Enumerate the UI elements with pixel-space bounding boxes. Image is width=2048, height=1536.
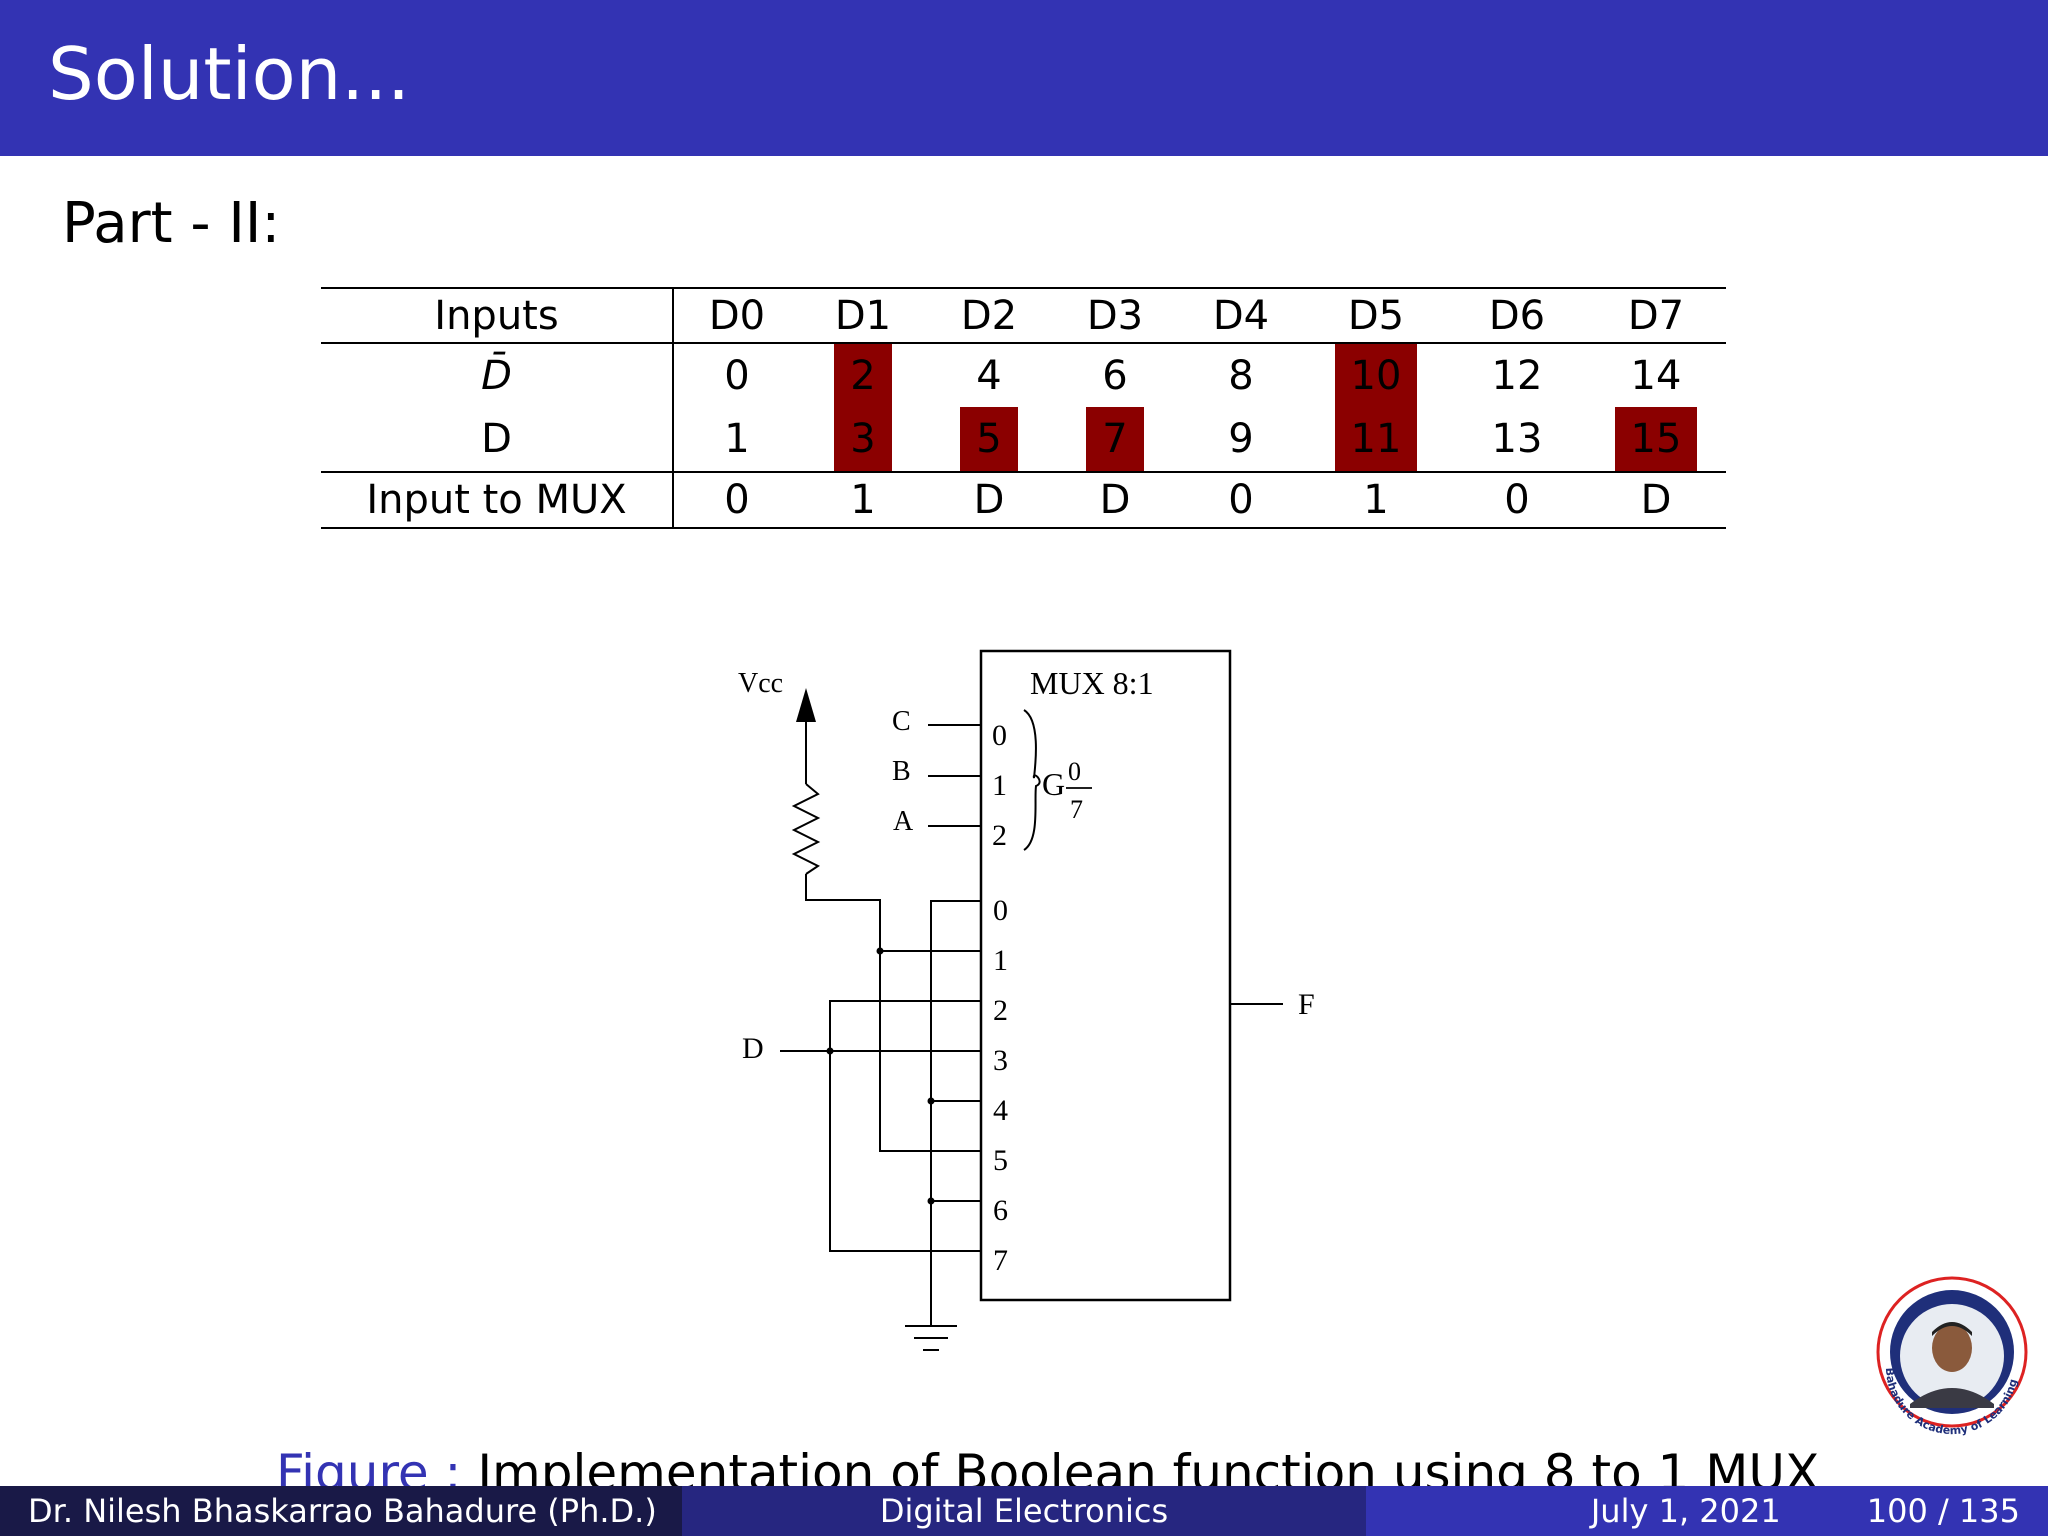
data-input-number: 1 [993,944,1008,977]
data-input-number: 6 [993,1194,1008,1227]
minterm-cell: 2 [800,344,926,407]
minterm-cell: 0 [724,352,750,399]
footer-page-number: 100 / 135 [1866,1492,2020,1530]
junction-dot [876,947,884,955]
table-mid-rule [321,471,1726,473]
table-divider [672,287,674,529]
footer-author: Dr. Nilesh Bhaskarrao Bahadure (Ph.D.) [0,1486,682,1536]
select-label-c: C [892,706,911,737]
minterm-cell: 3 [800,407,926,471]
minterm-highlight: 3 [834,407,892,471]
footer-course: Digital Electronics [682,1486,1366,1536]
minterm-highlight: 7 [1086,407,1144,471]
row-mux-label: Input to MUX [366,477,627,523]
minterm-highlight: 11 [1335,407,1417,471]
resistor-icon [791,783,821,875]
vcc-arrow-icon [796,688,816,722]
group-label: G [1042,766,1065,802]
ground-bus [930,900,981,1326]
select-label-a: A [893,806,914,837]
minterm-highlight: 10 [1335,344,1417,407]
minterm-cell: 13 [1491,416,1543,462]
data-input-number: 3 [993,1044,1008,1077]
mux-input-cell: 0 [1228,477,1254,523]
minterm-cell: 12 [1491,352,1543,399]
table-header-d1: D1 [834,292,892,339]
mux-label: MUX 8:1 [1030,665,1154,701]
junction-dot [826,1047,834,1055]
logic-1-wire [805,874,981,1152]
mux-input-cell: 1 [850,477,876,523]
minterm-cell: 7 [1052,407,1178,471]
select-number: 0 [992,719,1007,752]
data-input-number: 2 [993,994,1008,1027]
row-d-label: D [481,416,512,462]
table-top-rule [321,287,1726,289]
minterm-cell: 10 [1304,344,1448,407]
table-header-inputs: Inputs [434,292,559,339]
table-header-d5: D5 [1347,292,1405,339]
implementation-table: Inputs D0 D1 D2 D3 D4 D5 D6 D7 D̄ 0 2 4 … [321,287,1726,529]
mux-circuit-diagram: MUX 8:1 C B A 0 1 2 G 0 7 0 1 2 3 4 5 6 … [738,649,1315,1351]
table-header-d3: D3 [1086,292,1144,339]
data-input-number: 0 [993,894,1008,927]
minterm-cell: 14 [1630,352,1682,399]
group-top: 0 [1068,757,1081,786]
table-header-d0: D0 [708,292,766,339]
vcc-label: Vcc [738,668,783,699]
mux-input-cell: D [973,477,1005,523]
table-header-rule [321,342,1726,344]
select-number: 1 [992,769,1007,802]
select-number: 2 [992,819,1007,852]
data-input-number: 4 [993,1094,1008,1127]
slide-title: Solution... [48,32,410,116]
minterm-highlight: 5 [960,407,1018,471]
slide-footer: Dr. Nilesh Bhaskarrao Bahadure (Ph.D.) D… [0,1486,2048,1536]
data-input-number: 5 [993,1144,1008,1177]
table-header-d4: D4 [1212,292,1270,339]
part-heading: Part - II: [62,191,281,256]
minterm-cell: 8 [1228,352,1254,399]
table-header-d2: D2 [960,292,1018,339]
table-bottom-rule [321,527,1726,529]
academy-logo: Bahadure Academy of Learning [1876,1276,2028,1436]
group-bottom: 7 [1070,795,1083,824]
minterm-cell: 15 [1586,407,1726,471]
d-wire [829,1000,981,1252]
logo-hair [1932,1322,1972,1336]
d-input-label: D [742,1032,764,1065]
mux-input-cell: D [1640,477,1672,523]
select-label-b: B [892,756,911,787]
minterm-highlight: 15 [1615,407,1697,471]
minterm-cell: 6 [1102,352,1128,399]
data-input-number: 7 [993,1244,1008,1277]
junction-dot [927,1097,935,1105]
mux-input-cell: D [1099,477,1131,523]
minterm-cell: 11 [1304,407,1448,471]
junction-dot [927,1197,935,1205]
mux-input-cell: 0 [724,477,750,523]
minterm-cell: 1 [724,416,750,462]
minterm-cell: 9 [1228,416,1254,462]
footer-date: July 1, 2021 [1590,1492,1781,1530]
minterm-cell: 4 [976,352,1002,399]
mux-box [979,649,1232,1302]
output-label: F [1298,988,1315,1021]
table-header-d6: D6 [1488,292,1546,339]
minterm-cell: 5 [926,407,1052,471]
mux-input-cell: 0 [1504,477,1530,523]
slide-header: Solution... [0,0,2048,156]
logo-shoulders [1910,1388,1994,1408]
minterm-highlight: 2 [834,344,892,407]
mux-input-cell: 1 [1363,477,1389,523]
logo-face [1932,1324,1972,1372]
footer-right: July 1, 2021 100 / 135 [1366,1486,2048,1536]
select-brace [1023,709,1041,851]
row-dbar-label: D̄ [481,352,512,399]
table-header-d7: D7 [1627,292,1685,339]
